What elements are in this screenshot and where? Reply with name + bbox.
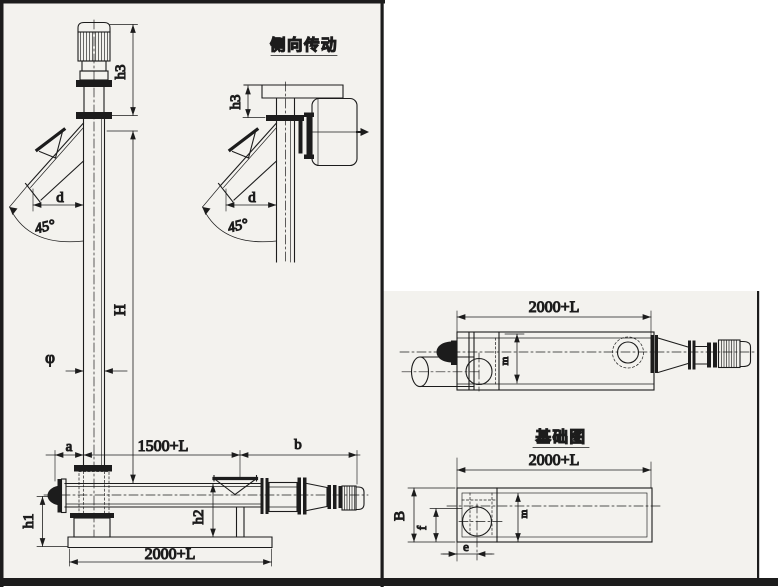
foundation-dim-length (456, 457, 652, 489)
label-phi: φ (45, 348, 55, 367)
foundation-view: 基础图 (391, 426, 661, 562)
dim-base-length (69, 548, 272, 567)
side-label-d: d (248, 190, 256, 206)
trough-inlet-funnel (212, 474, 259, 496)
trough-left-end-cap (47, 478, 67, 514)
side-drive-title: 侧向传动 (270, 35, 338, 54)
label-h1: h1 (21, 514, 37, 529)
side-label-angle: 45° (226, 216, 250, 236)
side-drive-head (243, 81, 344, 265)
foundation-label-length: 2000+L (529, 452, 580, 469)
dim-H (106, 130, 138, 484)
side-dim-angle (201, 184, 277, 243)
foundation-dim-e (440, 541, 495, 562)
label-d: d (56, 190, 64, 206)
label-H: H (112, 304, 129, 316)
foundation-title: 基础图 (534, 427, 586, 446)
foundation-slab (446, 487, 661, 561)
flow-direction-arrow (356, 128, 369, 136)
side-drive-motor (298, 97, 369, 167)
plan-label-m: m (499, 356, 511, 365)
foundation-dim-f (429, 508, 463, 542)
label-b: b (294, 437, 302, 453)
side-dim-h3 (242, 85, 266, 118)
foundation-label-m: m (518, 509, 530, 518)
foundation-dim-B (407, 487, 456, 543)
vertical-tube (76, 19, 112, 537)
side-dim-d (225, 188, 277, 212)
label-h2: h2 (191, 510, 207, 525)
support-leg (235, 506, 245, 538)
chute-hopper (34, 127, 67, 159)
main-elevation-view: h3 φ d 45° H a 1500+L b h1 h2 2000+L (8, 19, 369, 567)
foundation-label-f: f (414, 525, 429, 530)
plan-drive-assembly (650, 335, 752, 374)
plan-chute-cylinder (401, 340, 493, 392)
label-upper-length: 1500+L (138, 438, 189, 455)
plan-dim-m (504, 333, 525, 384)
dim-chain-top (45, 450, 361, 485)
label-h3: h3 (113, 65, 129, 80)
trough-drive-assembly (260, 477, 365, 515)
dim-angle-45 (8, 184, 84, 243)
plan-hopper-circle (612, 336, 644, 369)
plan-label-length: 2000+L (529, 299, 580, 316)
pedestal-and-base (67, 513, 273, 549)
plan-dim-length (456, 310, 652, 336)
inlet-chute (24, 122, 85, 203)
side-label-h3: h3 (228, 95, 244, 110)
sheet-panels (3, 3, 757, 579)
side-drive-chute (217, 122, 278, 203)
horizontal-trough (43, 474, 369, 538)
foundation-label-B: B (392, 511, 408, 521)
label-angle-45: 45° (33, 217, 57, 237)
side-drive-view: 侧向传动 (201, 34, 369, 265)
label-a: a (66, 439, 73, 455)
foundation-label-e: e (463, 539, 469, 554)
plan-view: 2000+L m (399, 298, 755, 392)
dim-h1 (36, 496, 69, 547)
label-base-length: 2000+L (145, 546, 196, 563)
dim-h3 (107, 24, 138, 116)
dim-d (32, 188, 84, 212)
